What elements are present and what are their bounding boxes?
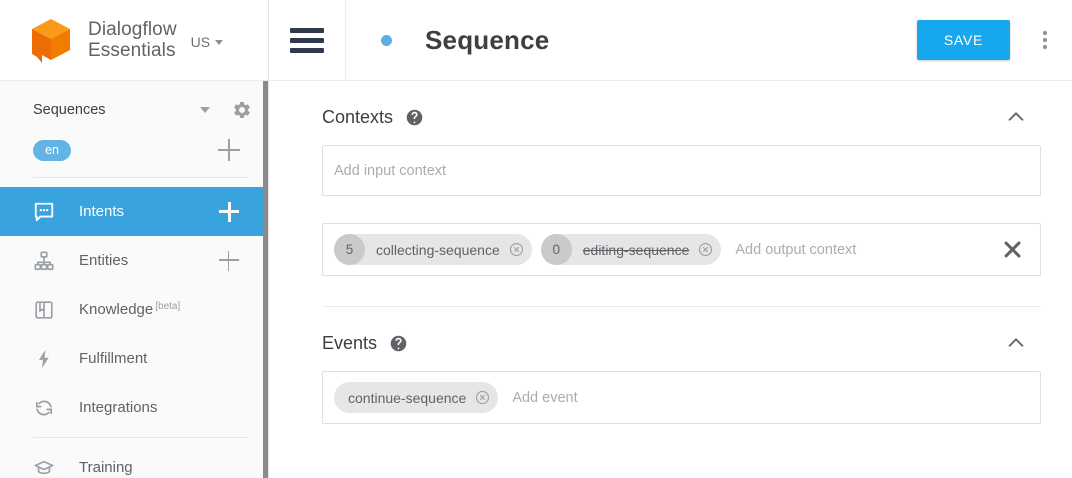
contexts-title: Contexts [322,106,394,127]
top-bar: Sequence SAVE [269,0,1072,81]
sidebar-item-integrations[interactable]: Integrations [0,383,268,432]
nav-divider [33,437,248,438]
events-title: Events [322,332,378,353]
caret-down-icon[interactable] [200,107,210,113]
sidebar-item-label: Training [79,459,252,476]
output-context-field[interactable]: 5 collecting-sequence 0 editing-sequence [322,223,1041,276]
sidebar-item-training[interactable]: Training [0,443,268,478]
language-row: en [0,130,268,170]
sidebar: Dialogflow Essentials US Sequences en [0,0,269,478]
hamburger-menu-icon[interactable] [269,0,346,81]
add-language-plus-icon[interactable] [218,139,240,161]
sidebar-item-entities[interactable]: Entities [0,236,268,285]
brand-name: Dialogflow Essentials [88,19,177,61]
events-field[interactable]: continue-sequence Add event [322,371,1041,424]
sidebar-item-fulfillment[interactable]: Fulfillment [0,334,268,383]
help-circle-icon[interactable] [406,109,423,126]
chat-bubble-icon [33,201,55,223]
hamburger-bar [290,37,324,43]
output-context-placeholder: Add output context [735,241,857,258]
sidebar-label-text: Fulfillment [79,350,148,367]
sidebar-item-label: Entities [79,252,219,269]
input-context-placeholder: Add input context [334,162,447,179]
sidebar-item-intents[interactable]: Intents [0,187,268,236]
input-context-field[interactable]: Add input context [322,145,1041,196]
caret-down-icon [215,39,224,45]
page-title: Sequence [425,24,550,55]
sidebar-scrollbar[interactable] [263,81,268,478]
main-panel: Sequence SAVE Contexts [269,0,1072,478]
chevron-up-icon[interactable] [1005,332,1027,354]
chip-remove-icon[interactable] [475,390,490,405]
save-button[interactable]: SAVE [916,20,1010,60]
sidebar-label-text: Entities [79,252,129,269]
sitemap-icon [33,250,55,272]
output-context-chip[interactable]: 0 editing-sequence [540,234,722,265]
language-chip-en[interactable]: en [33,139,71,161]
kebab-dot [1043,45,1047,49]
dialogflow-cube-icon [28,16,74,64]
lightning-icon [33,348,55,370]
hamburger-bar [290,27,324,33]
chip-lifespan-badge: 5 [334,234,365,265]
graduation-cap-icon [33,457,55,478]
section-divider [322,306,1041,307]
kebab-dot [1043,38,1047,42]
sidebar-nav: Intents Entities [0,178,268,478]
event-placeholder: Add event [512,389,578,406]
kebab-dot [1043,31,1047,35]
gear-icon[interactable] [232,100,252,120]
sidebar-label-text: Integrations [79,399,158,416]
sidebar-item-label: Knowledge [beta] [79,301,252,318]
sidebar-item-knowledge[interactable]: Knowledge [beta] [0,285,268,334]
sidebar-item-label: Fulfillment [79,350,252,367]
brand-header: Dialogflow Essentials US [0,0,268,81]
add-entity-plus-icon[interactable] [219,250,239,271]
book-icon [33,299,55,321]
chip-label: collecting-sequence [376,241,500,258]
content-area: Contexts Add input context [269,81,1072,424]
chip-label: continue-sequence [348,389,467,406]
region-selector[interactable]: US [190,30,224,50]
beta-badge: [beta] [155,301,181,312]
output-context-chip[interactable]: 5 collecting-sequence [334,234,532,265]
agent-selector[interactable]: Sequences [0,90,268,130]
chip-label: editing-sequence [582,241,690,258]
chip-remove-icon[interactable] [698,242,713,257]
chip-remove-icon[interactable] [509,242,524,257]
sidebar-item-label: Integrations [79,399,252,416]
help-circle-icon[interactable] [390,335,407,352]
sidebar-label-text: Intents [79,203,125,220]
add-intent-plus-icon[interactable] [219,201,239,222]
sync-arrows-icon [33,397,55,419]
chevron-up-icon[interactable] [1005,106,1027,128]
sidebar-item-label: Intents [79,203,219,220]
sidebar-divider [33,177,248,178]
region-label: US [190,34,211,50]
hamburger-bar [290,47,324,53]
event-chip[interactable]: continue-sequence [334,382,499,413]
agent-name: Sequences [33,102,106,118]
sidebar-label-text: Training [79,459,133,476]
kebab-menu-icon[interactable] [1032,20,1058,60]
close-x-icon[interactable] [1003,240,1022,259]
sidebar-label-text: Knowledge [79,301,154,318]
status-dot-icon [381,34,392,46]
chip-lifespan-badge: 0 [540,234,572,265]
events-section-header: Events [322,307,1041,365]
contexts-section-header: Contexts [322,81,1041,139]
